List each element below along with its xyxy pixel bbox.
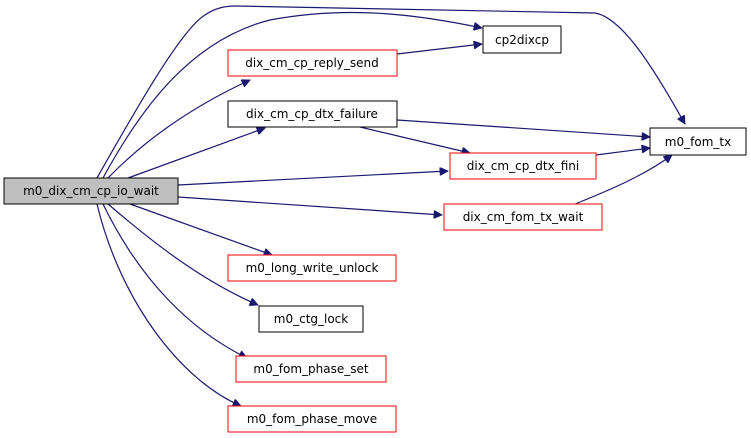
node-label: dix_cm_fom_tx_wait: [463, 210, 584, 224]
node-label: m0_fom_phase_move: [247, 412, 377, 426]
edges: [96, 5, 686, 406]
node-dix-cm-cp-dtx-fini[interactable]: dix_cm_cp_dtx_fini: [449, 152, 597, 180]
node-m0-fom-phase-set[interactable]: m0_fom_phase_set: [235, 355, 387, 383]
node-label: dix_cm_cp_reply_send: [245, 56, 379, 70]
node-label: m0_fom_phase_set: [253, 362, 368, 376]
edge-dtx-failure-to-fom-tx: [396, 119, 650, 137]
node-label: cp2dixcp: [495, 33, 549, 47]
node-label: m0_long_write_unlock: [246, 261, 379, 275]
edge-root-to-reply-send: [107, 80, 250, 179]
node-label: dix_cm_cp_dtx_fini: [467, 159, 579, 173]
edge-root-to-fom-phase-move: [96, 203, 241, 406]
node-label: m0_fom_tx: [665, 135, 731, 149]
node-label: m0_ctg_lock: [274, 312, 349, 326]
edge-root-to-dtx-failure: [127, 128, 265, 179]
edge-root-to-cp2dixcp: [102, 11, 482, 179]
nodes: m0_dix_cm_cp_io_wait cp2dixcp dix_cm_cp_…: [3, 25, 747, 433]
node-m0-dix-cm-cp-io-wait[interactable]: m0_dix_cm_cp_io_wait: [3, 177, 179, 205]
edge-root-to-fom-phase-set: [102, 203, 247, 359]
node-dix-cm-cp-dtx-failure[interactable]: dix_cm_cp_dtx_failure: [227, 100, 398, 128]
node-label: dix_cm_cp_dtx_failure: [246, 107, 378, 121]
node-dix-cm-fom-tx-wait[interactable]: dix_cm_fom_tx_wait: [443, 203, 603, 231]
edge-root-to-fom-tx: [96, 5, 686, 179]
node-m0-fom-phase-move[interactable]: m0_fom_phase_move: [227, 405, 397, 433]
node-label: m0_dix_cm_cp_io_wait: [23, 184, 159, 198]
node-cp2dixcp[interactable]: cp2dixcp: [482, 25, 562, 54]
edge-root-to-dtx-fini: [177, 171, 448, 186]
edge-root-to-ctg-lock: [107, 203, 258, 305]
node-dix-cm-cp-reply-send[interactable]: dix_cm_cp_reply_send: [227, 49, 398, 77]
edge-root-to-long-write-unlock: [129, 203, 272, 255]
edge-reply-send-to-cp2dixcp: [396, 44, 482, 55]
edge-root-to-fom-tx-wait: [177, 196, 442, 215]
node-m0-ctg-lock[interactable]: m0_ctg_lock: [258, 305, 364, 333]
edge-dtx-fini-to-fom-tx: [595, 148, 650, 156]
edge-fom-tx-wait-to-fom-tx: [574, 155, 672, 205]
node-m0-fom-tx[interactable]: m0_fom_tx: [649, 127, 747, 156]
node-m0-long-write-unlock[interactable]: m0_long_write_unlock: [227, 254, 397, 282]
edge-dtx-failure-to-dtx-fini: [359, 126, 470, 153]
